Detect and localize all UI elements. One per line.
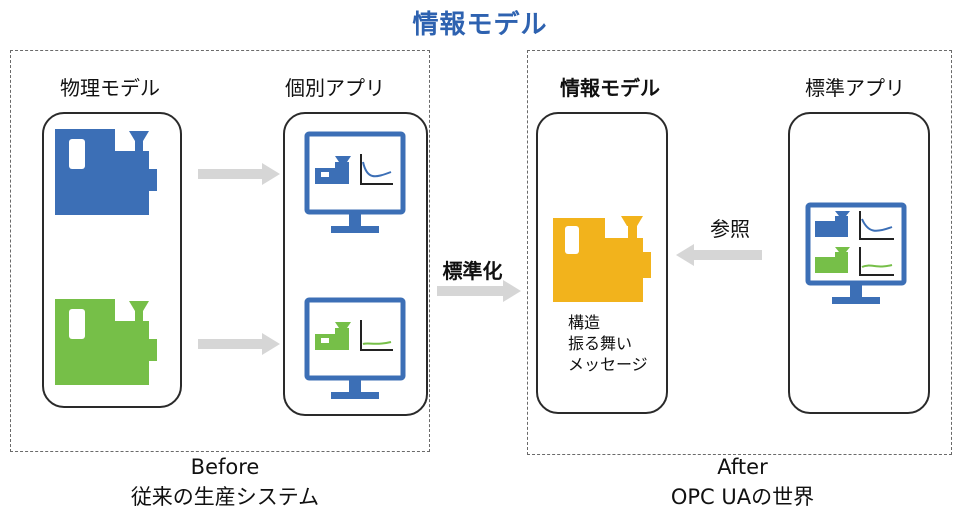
standard-apps-label: 標準アプリ — [805, 76, 905, 100]
physical-model-label: 物理モデル — [60, 76, 160, 100]
green-machine-icon — [55, 299, 157, 385]
before-caption-line2: 従来の生産システム — [130, 485, 320, 509]
blue-app-monitor-icon — [304, 131, 406, 233]
arrow-green-to-app — [198, 333, 280, 355]
info-model-label: 情報モデル — [560, 76, 660, 100]
before-caption-line1: Before — [190, 455, 260, 479]
after-caption-line1: After — [717, 455, 768, 479]
standardization-arrow — [437, 280, 521, 302]
after-caption-line2: OPC UAの世界 — [670, 485, 815, 509]
reference-label: 参照 — [710, 217, 750, 241]
property-behavior: 振る舞い — [568, 334, 633, 353]
after-frame — [527, 50, 952, 455]
after-caption: After OPC UAの世界 — [530, 452, 955, 512]
property-structure: 構造 — [568, 313, 601, 332]
reference-arrow — [676, 244, 762, 266]
diagram-title: 情報モデル — [412, 10, 548, 40]
before-caption: Before 従来の生産システム — [20, 452, 430, 512]
model-properties: 構造 振る舞い メッセージ — [568, 312, 668, 375]
standard-app-monitor-icon — [805, 202, 907, 304]
blue-machine-icon — [55, 129, 157, 215]
before-frame — [10, 50, 430, 452]
standardization-label: 標準化 — [442, 259, 503, 283]
green-app-monitor-icon — [304, 297, 406, 399]
yellow-machine-icon — [553, 216, 651, 302]
arrow-blue-to-app — [198, 163, 280, 185]
individual-apps-label: 個別アプリ — [285, 76, 385, 100]
property-message: メッセージ — [568, 355, 648, 374]
